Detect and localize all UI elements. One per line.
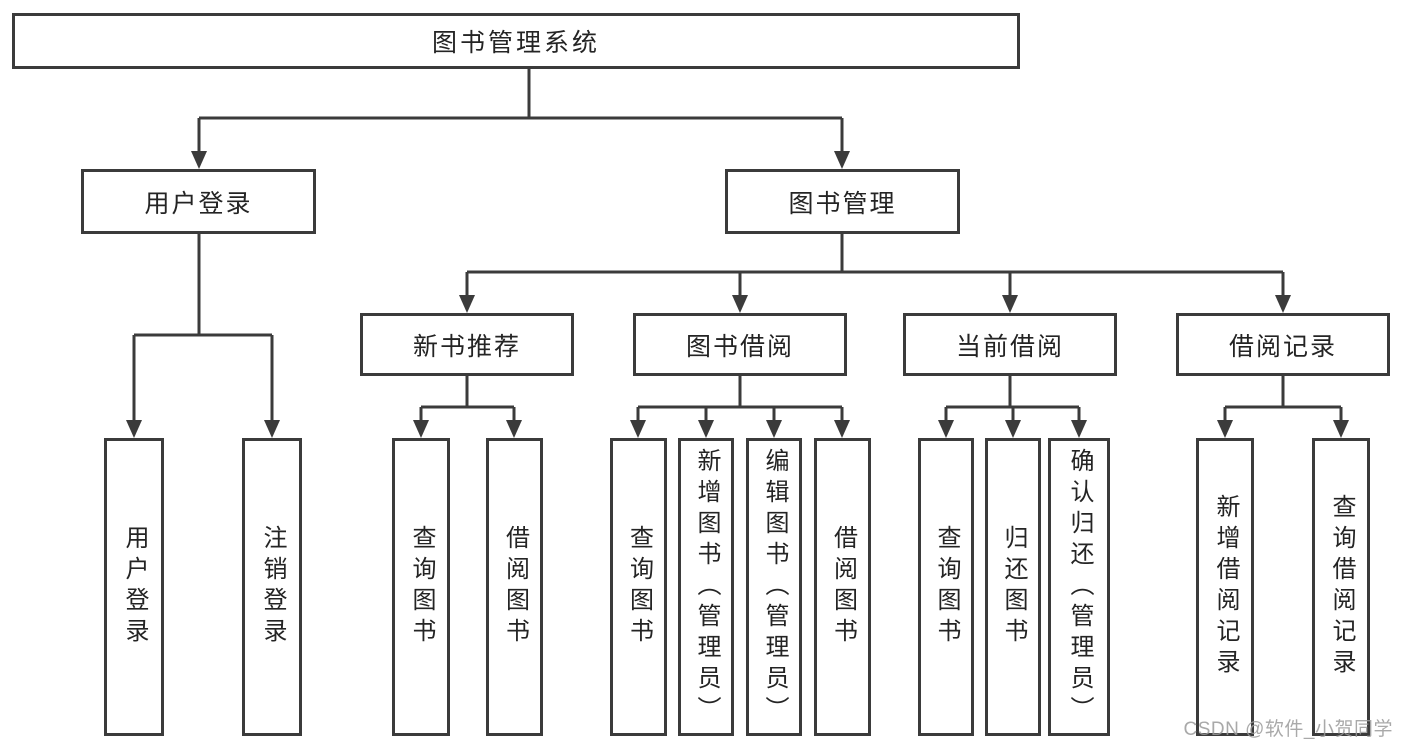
leaf-add-books-admin-label: 新增图书（管理员） <box>693 447 720 727</box>
leaf-query-books-current-label: 查询图书 <box>933 525 960 649</box>
leaf-query-books-borrow-label: 查询图书 <box>625 525 653 649</box>
node-borrow-records-label: 借阅记录 <box>1228 332 1337 361</box>
node-book-management-label: 图书管理 <box>788 189 897 218</box>
leaf-return-books-label: 归还图书 <box>1000 525 1027 649</box>
leaf-add-borrow-record-label: 新增借阅记录 <box>1212 494 1239 680</box>
leaf-confirm-return-admin-label: 确认归还（管理员） <box>1066 447 1093 727</box>
leaf-logout: 注销登录 <box>242 438 302 736</box>
leaf-add-borrow-record: 新增借阅记录 <box>1196 438 1254 736</box>
leaf-query-books-borrow: 查询图书 <box>610 438 667 736</box>
node-current-borrow-label: 当前借阅 <box>955 332 1064 361</box>
leaf-query-borrow-record: 查询借阅记录 <box>1312 438 1370 736</box>
leaf-borrow-books-recommend: 借阅图书 <box>486 438 543 736</box>
leaf-edit-books-admin: 编辑图书（管理员） <box>746 438 802 736</box>
node-root: 图书管理系统 <box>12 13 1020 69</box>
node-user-login-label: 用户登录 <box>144 189 253 218</box>
leaf-add-books-admin: 新增图书（管理员） <box>678 438 734 736</box>
node-book-borrow-label: 图书借阅 <box>685 332 794 361</box>
node-book-management: 图书管理 <box>725 169 960 234</box>
node-book-borrow: 图书借阅 <box>633 313 847 376</box>
leaf-logout-label: 注销登录 <box>259 525 286 649</box>
leaf-borrow-books-label: 借阅图书 <box>829 525 857 649</box>
leaf-user-login: 用户登录 <box>104 438 164 736</box>
arrowheads <box>126 151 1349 438</box>
node-current-borrow: 当前借阅 <box>903 313 1117 376</box>
leaf-borrow-books-recommend-label: 借阅图书 <box>501 525 529 649</box>
node-root-label: 图书管理系统 <box>431 29 600 57</box>
node-borrow-records: 借阅记录 <box>1176 313 1390 376</box>
node-user-login: 用户登录 <box>81 169 316 234</box>
leaf-borrow-books: 借阅图书 <box>814 438 871 736</box>
leaf-query-books-recommend-label: 查询图书 <box>408 525 435 649</box>
leaf-user-login-label: 用户登录 <box>121 525 148 649</box>
leaf-query-books-current: 查询图书 <box>918 438 974 736</box>
leaf-query-borrow-record-label: 查询借阅记录 <box>1328 494 1355 680</box>
leaf-edit-books-admin-label: 编辑图书（管理员） <box>761 447 788 727</box>
leaf-return-books: 归还图书 <box>985 438 1041 736</box>
node-new-book-recommend: 新书推荐 <box>360 313 574 376</box>
leaf-query-books-recommend: 查询图书 <box>392 438 450 736</box>
leaf-confirm-return-admin: 确认归还（管理员） <box>1048 438 1110 736</box>
node-new-book-recommend-label: 新书推荐 <box>412 332 521 361</box>
